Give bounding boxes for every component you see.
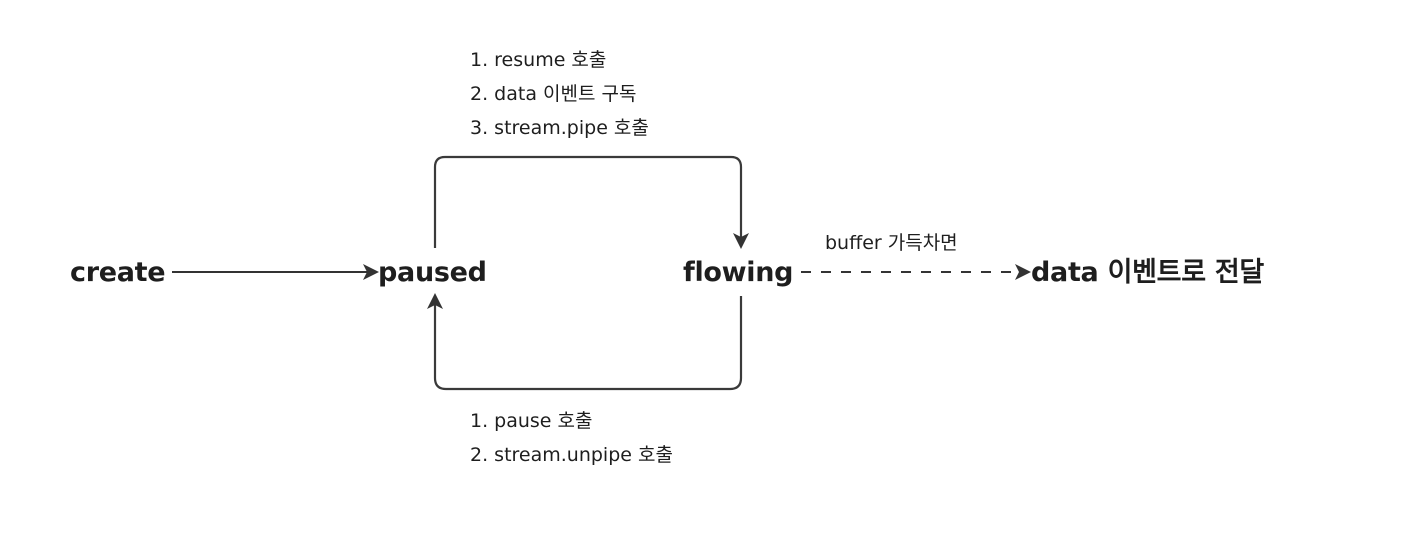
edge-flowing-to-paused bbox=[427, 293, 743, 391]
node-create: create bbox=[70, 257, 166, 288]
condition-item: 2. data 이벤트 구독 bbox=[470, 83, 637, 105]
node-flowing: flowing bbox=[683, 257, 794, 288]
to-paused-conditions: 1. pause 호출 2. stream.unpipe 호출 bbox=[470, 404, 673, 472]
buffer-label: buffer 가득차면 bbox=[825, 232, 958, 254]
condition-item: 2. stream.unpipe 호출 bbox=[470, 444, 673, 466]
condition-item: 3. stream.pipe 호출 bbox=[470, 117, 649, 139]
condition-item: 1. pause 호출 bbox=[470, 410, 593, 432]
node-paused: paused bbox=[378, 257, 487, 288]
node-data-event: data 이벤트로 전달 bbox=[1031, 257, 1264, 288]
edge-paused-to-flowing bbox=[433, 155, 749, 249]
condition-item: 1. resume 호출 bbox=[470, 49, 607, 71]
to-flowing-conditions: 1. resume 호출 2. data 이벤트 구독 3. stream.pi… bbox=[470, 43, 649, 145]
